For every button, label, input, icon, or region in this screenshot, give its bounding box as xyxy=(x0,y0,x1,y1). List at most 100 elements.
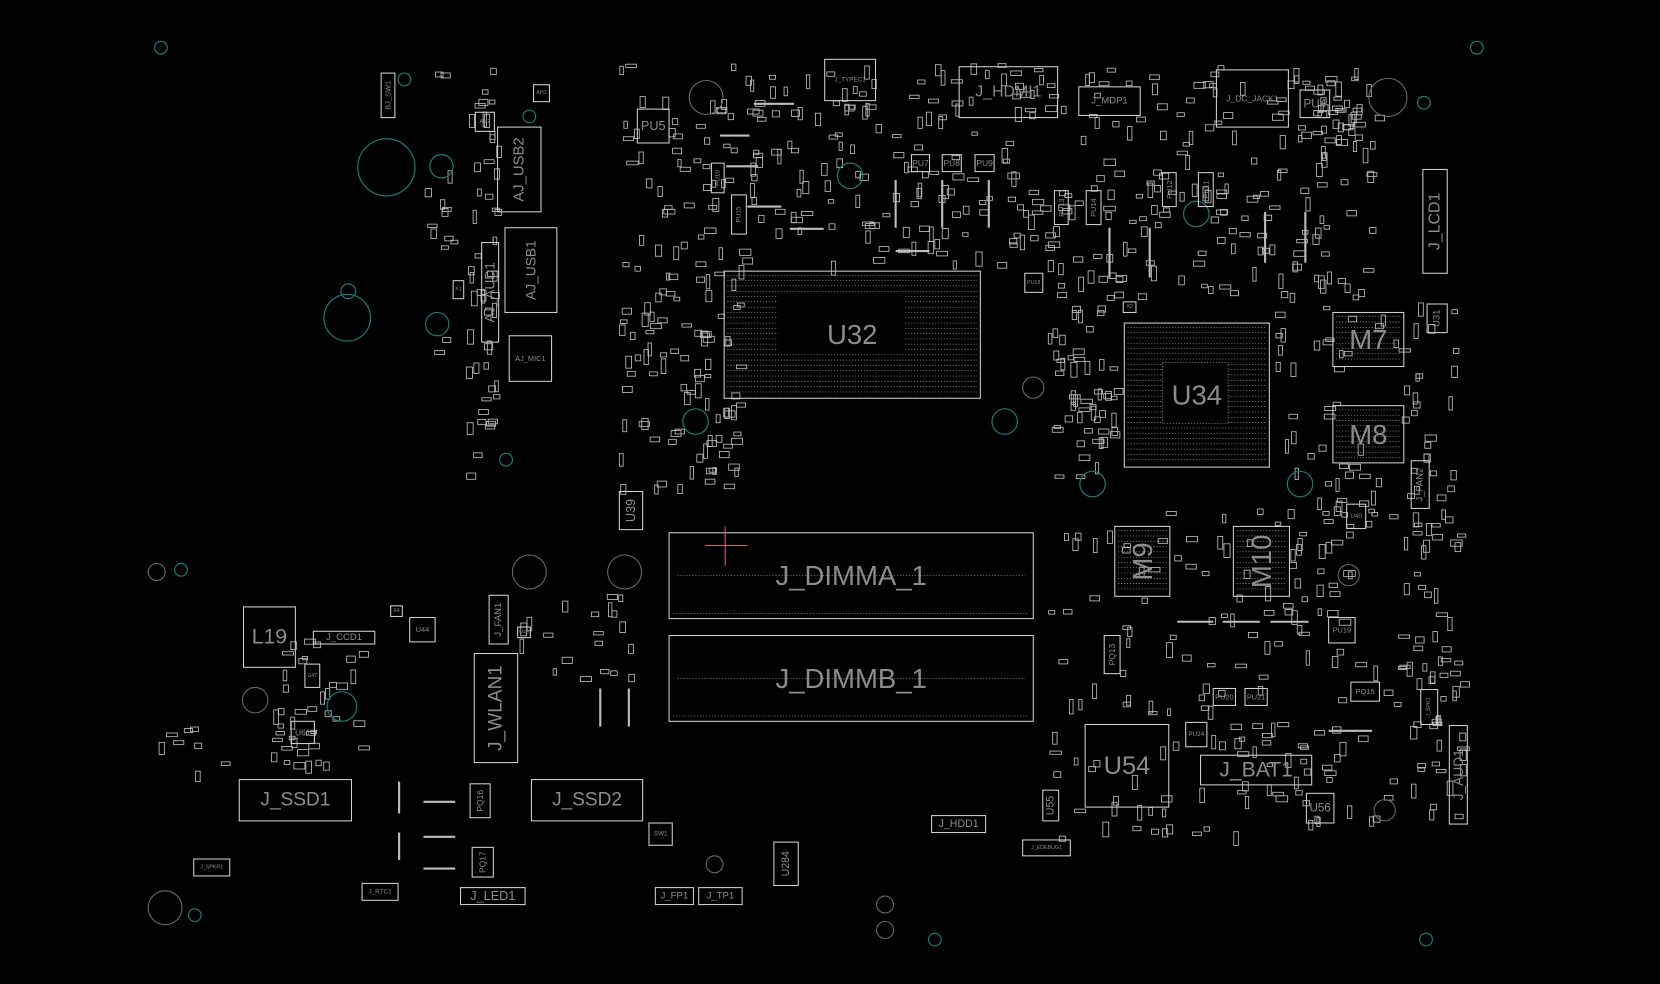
component-m9[interactable]: M9 xyxy=(1114,525,1171,597)
component-u44[interactable]: U44 xyxy=(409,616,436,643)
passive-pad xyxy=(1264,641,1271,655)
component-j-ccd1[interactable]: J_CCD1 xyxy=(312,630,376,645)
component-j-fp1[interactable]: J_FP1 xyxy=(654,887,694,906)
component-pq15[interactable]: PQ15 xyxy=(1350,681,1380,702)
component-u284[interactable]: U284 xyxy=(773,841,799,887)
component-j-dimma-1[interactable]: J_DIMMA_1 xyxy=(668,532,1034,620)
component-j-ssd1[interactable]: J_SSD1 xyxy=(238,779,353,822)
component-aj-usb1[interactable]: AJ_USB1 xyxy=(504,227,558,313)
component-pq16[interactable]: PQ16 xyxy=(469,783,491,819)
passive-pad xyxy=(1430,470,1438,477)
component-j-wlan1[interactable]: J_WLAN1 xyxy=(473,652,519,764)
component-aj-mic1[interactable]: AJ_MIC1 xyxy=(508,335,553,382)
component-outline xyxy=(931,815,987,834)
component-x1[interactable]: X1 xyxy=(452,280,465,300)
passive-pad xyxy=(717,313,725,319)
component-am2[interactable]: AM2 xyxy=(474,111,495,132)
passive-pad xyxy=(1228,228,1237,235)
component-l19[interactable]: L19 xyxy=(242,606,296,668)
component-j-fan2[interactable]: J_FAN2 xyxy=(1410,460,1430,509)
component-pq17[interactable]: PQ17 xyxy=(471,846,494,878)
component-pu5[interactable]: PU5 xyxy=(636,108,670,144)
component-ah1[interactable]: AH1 xyxy=(533,84,550,103)
component-x4[interactable]: X4 xyxy=(390,605,403,617)
component-pu15[interactable]: PU15 xyxy=(731,194,747,235)
component-j-spk1[interactable]: J_SPK1 xyxy=(1420,689,1439,726)
passive-pad xyxy=(1057,292,1068,298)
component-u47[interactable]: U47 xyxy=(304,663,321,688)
component-j-typec1[interactable]: J_TYPEC1 xyxy=(824,58,877,102)
component-j-led1[interactable]: J_LED1 xyxy=(459,887,526,906)
passive-pad xyxy=(1113,388,1124,395)
component-u61[interactable]: U61 xyxy=(290,720,315,745)
passive-pad xyxy=(1277,722,1290,728)
component-u31[interactable]: U31 xyxy=(1426,303,1448,334)
component-pu10[interactable]: PU10 xyxy=(710,162,725,194)
component-aj-usb2[interactable]: AJ_USB2 xyxy=(497,126,542,213)
component-j-bat1[interactable]: J_BAT1 xyxy=(1200,754,1313,786)
component-j-spkr1[interactable]: J_SPKR1 xyxy=(193,858,231,877)
passive-pad xyxy=(1218,689,1226,697)
component-u39[interactable]: U39 xyxy=(618,490,644,531)
component-sw1[interactable]: SW1 xyxy=(648,822,673,846)
passive-pad xyxy=(1080,135,1087,146)
passive-pad xyxy=(752,109,764,117)
component-j-mdp1[interactable]: J_MDP1 xyxy=(1078,86,1141,116)
component-j-hdd1[interactable]: J_HDD1 xyxy=(931,815,987,834)
component-u54[interactable]: U54 xyxy=(1084,723,1170,808)
component-j-edebug1[interactable]: J_EDEBUG1 xyxy=(1022,839,1071,857)
component-pu12[interactable]: PU12 xyxy=(1161,172,1177,208)
component-pu7[interactable]: PU7 xyxy=(910,154,931,173)
component-j-tp1[interactable]: J_TP1 xyxy=(698,887,743,906)
component-pu11[interactable]: PU11 xyxy=(1197,172,1214,208)
passive-pad xyxy=(1232,130,1237,146)
component-pu14[interactable]: PU14 xyxy=(1085,190,1102,226)
passive-pad xyxy=(520,622,528,637)
passive-pad xyxy=(660,358,667,375)
passive-pad xyxy=(946,188,955,196)
component-aj-aud1[interactable]: AJ_AUD1 xyxy=(481,242,500,343)
component-u55[interactable]: U55 xyxy=(1042,789,1060,822)
passive-pad xyxy=(855,171,862,179)
component-outline xyxy=(773,841,799,887)
passive-pad xyxy=(594,640,603,646)
component-pu20[interactable]: PU20 xyxy=(1212,687,1237,706)
component-pu4[interactable]: PU4 xyxy=(1299,89,1331,119)
passive-pad xyxy=(941,228,949,240)
component-m8[interactable]: M8 xyxy=(1332,405,1405,464)
component-m10[interactable]: M10 xyxy=(1232,525,1290,597)
component-pu24[interactable]: PU24 xyxy=(1185,721,1208,748)
component-u56[interactable]: U56 xyxy=(1305,792,1335,824)
component-m7[interactable]: M7 xyxy=(1332,311,1405,368)
component-j-fan1[interactable]: J_FAN1 xyxy=(488,594,509,645)
component-pq13[interactable]: PQ13 xyxy=(1103,634,1121,675)
component-x2[interactable]: X2 xyxy=(1122,301,1137,313)
passive-pad xyxy=(1060,105,1067,115)
component-pu8[interactable]: PU8 xyxy=(941,154,962,173)
component-j-lcd1[interactable]: J_LCD1 xyxy=(1422,168,1448,274)
component-pu9[interactable]: PU9 xyxy=(974,154,995,173)
component-j-hdmi1[interactable]: J_HDMI1 xyxy=(958,66,1059,119)
component-pu18[interactable]: PU18 xyxy=(1024,272,1044,293)
component-j-dc-jack1[interactable]: J_DC_JACK1 xyxy=(1215,69,1289,128)
component-j-rtc1[interactable]: J_RTC1 xyxy=(361,882,399,901)
component-j-dimmb-1[interactable]: J_DIMMB_1 xyxy=(668,634,1034,722)
component-bj-sw1[interactable]: BJ_SW1 xyxy=(380,72,396,119)
component-u45[interactable]: U45 xyxy=(517,626,531,639)
passive-pad xyxy=(1342,124,1354,131)
component-u32[interactable]: U32 xyxy=(723,270,981,399)
component-pu21[interactable]: PU21 xyxy=(1244,687,1268,706)
component-label: J_HDD1 xyxy=(939,818,979,830)
passive-pad xyxy=(1314,730,1326,736)
passive-pad xyxy=(1111,412,1117,428)
component-pu19[interactable]: PU19 xyxy=(1328,616,1356,644)
component-u40[interactable]: U40 xyxy=(1346,503,1367,530)
component-u34[interactable]: U34 xyxy=(1123,322,1270,468)
component-pu13[interactable]: PU13 xyxy=(1053,190,1069,226)
passive-pad xyxy=(1334,366,1345,373)
component-outline xyxy=(1215,69,1289,128)
component-j-aud1[interactable]: J_AUD1 xyxy=(1448,725,1468,825)
passive-pad xyxy=(728,463,740,471)
component-j-ssd2[interactable]: J_SSD2 xyxy=(530,779,644,822)
